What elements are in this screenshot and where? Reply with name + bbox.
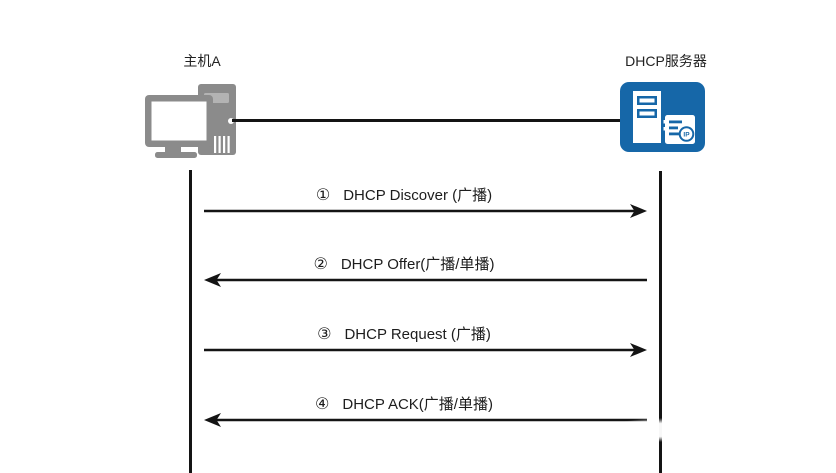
svg-text:IP: IP xyxy=(683,132,690,139)
message-4-text: DHCP ACK(广播/单播) xyxy=(342,396,493,413)
desktop-pc-icon xyxy=(145,84,241,158)
host-a-lifeline xyxy=(189,170,192,473)
message-2-label: ② DHCP Offer(广播/单播) xyxy=(204,253,604,274)
network-link-line xyxy=(232,119,620,122)
dhcp-server-label: DHCP服务器 xyxy=(625,53,707,69)
message-3-arrow xyxy=(204,342,647,358)
message-1-arrow xyxy=(204,203,647,219)
message-4-arrow xyxy=(204,412,647,428)
host-a-label: 主机A xyxy=(183,53,221,69)
message-1-text: DHCP Discover (广播) xyxy=(343,187,493,204)
message-1-number: ① xyxy=(315,187,331,204)
message-2-text: DHCP Offer(广播/单播) xyxy=(340,256,495,273)
message-3-number: ③ xyxy=(317,326,332,343)
server-lifeline xyxy=(659,171,662,473)
message-2-number: ② xyxy=(313,256,328,273)
message-1-label: ① DHCP Discover (广播) xyxy=(204,184,604,205)
message-4-number: ④ xyxy=(315,396,330,413)
dhcp-server-icon: IP xyxy=(620,82,705,152)
message-3-label: ③ DHCP Request (广播) xyxy=(204,323,604,344)
message-3-text: DHCP Request (广播) xyxy=(344,326,491,343)
message-4-label: ④ DHCP ACK(广播/单播) xyxy=(204,393,604,414)
message-2-arrow xyxy=(204,272,647,288)
